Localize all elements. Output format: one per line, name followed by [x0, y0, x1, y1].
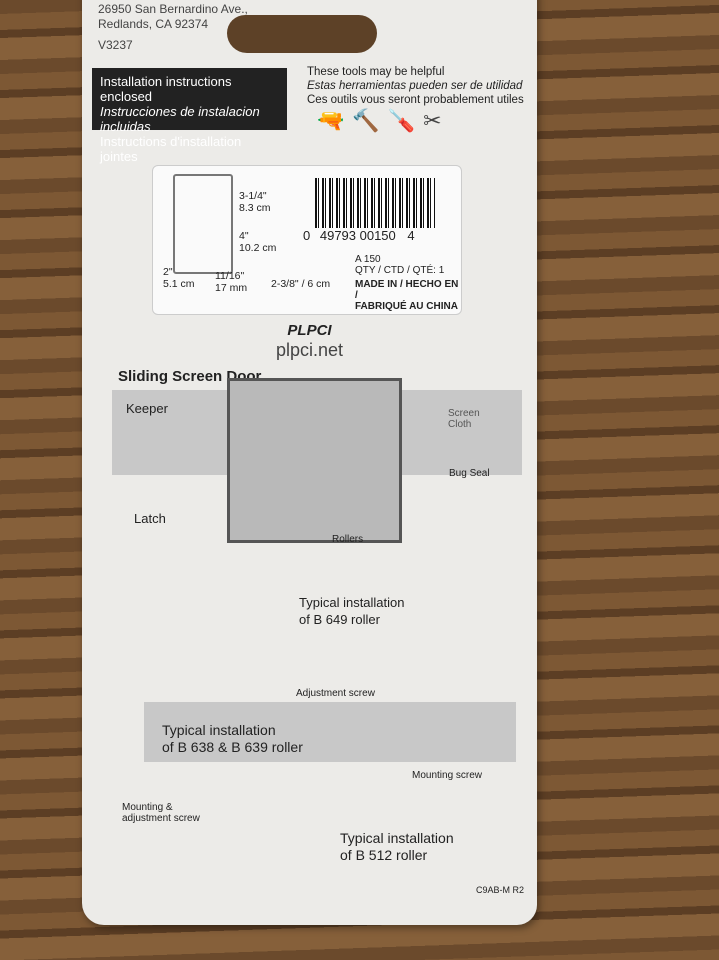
- adjustment-label: Adjustment screw: [296, 688, 375, 699]
- mountadj-label: adjustment screw: [122, 813, 200, 824]
- tools-en: These tools may be helpful: [307, 66, 445, 78]
- dim: 8.3 cm: [239, 202, 271, 214]
- package-card: 26950 San Bernardino Ave., Redlands, CA …: [82, 0, 537, 925]
- tools-text: These tools may be helpful Estas herrami…: [307, 65, 524, 107]
- barcode: [315, 178, 435, 228]
- b638-label: Typical installation: [162, 722, 276, 738]
- dim: 4": [239, 230, 249, 242]
- door-drawing: [227, 378, 402, 543]
- instructions-banner: Installation instructions enclosed Instr…: [92, 68, 287, 164]
- dim: 3-1/4": [239, 190, 267, 202]
- made-in: FABRIQUÉ AU CHINA: [355, 301, 458, 312]
- tools-es: Estas herramientas pueden ser de utilida…: [307, 80, 523, 92]
- dim: 2": [163, 266, 173, 278]
- address: 26950 San Bernardino Ave., Redlands, CA …: [98, 2, 248, 53]
- tools-fr: Ces outils vous seront probablement util…: [307, 94, 524, 106]
- barcode-number: 49793 00150: [319, 228, 396, 243]
- b512-label: of B 512 roller: [340, 847, 428, 863]
- brand-url: plpci.net: [275, 340, 344, 360]
- code: V3237: [98, 38, 133, 52]
- door-title: Sliding Screen Door: [118, 368, 262, 385]
- instr-es: Instrucciones de instalacion incluidas: [100, 104, 260, 134]
- qty: QTY / CTD / QTÉ: 1: [355, 265, 445, 276]
- brand-logo: PLPCI: [287, 322, 332, 339]
- instr-en: Installation instructions enclosed: [100, 74, 232, 104]
- footer-code: C9AB-M R2: [476, 885, 525, 895]
- latch-label: Latch: [134, 511, 166, 526]
- model: A 150: [355, 254, 381, 265]
- keeper-label: Keeper: [126, 401, 168, 416]
- dim: 17 mm: [215, 282, 248, 294]
- dim: 11/16": [215, 270, 245, 282]
- b512-label: Typical installation: [340, 830, 454, 846]
- instr-fr: Instructions d'installation jointes: [100, 134, 242, 164]
- barcode-digit: 4: [407, 228, 415, 243]
- hang-hole: [227, 15, 377, 53]
- latch-drawing: [173, 174, 233, 274]
- b638-band: [144, 702, 516, 762]
- dim: 5.1 cm: [163, 278, 195, 290]
- b638-label: of B 638 & B 639 roller: [162, 739, 303, 755]
- barcode-digit: 0: [303, 228, 311, 243]
- rollers-label: Rollers: [332, 534, 364, 545]
- b649-label: of B 649 roller: [299, 612, 380, 627]
- dim: 2-3/8" / 6 cm: [271, 278, 331, 290]
- bug-seal-label: Bug Seal: [449, 468, 490, 479]
- mountadj-label: Mounting &: [122, 802, 173, 813]
- tools-icons: 🔫🔨🪛✂: [317, 108, 450, 133]
- address-line: Redlands, CA 92374: [98, 17, 209, 31]
- made-in: MADE IN / HECHO EN /: [355, 279, 459, 301]
- address-line: 26950 San Bernardino Ave.,: [98, 2, 248, 16]
- dim: 10.2 cm: [239, 242, 277, 254]
- screen-label: Screen Cloth: [448, 408, 480, 430]
- b649-label: Typical installation: [299, 595, 405, 610]
- product-label: 3-1/4"8.3 cm 4"10.2 cm 2"5.1 cm 11/16"17…: [152, 165, 462, 315]
- mounting-label: Mounting screw: [412, 770, 483, 781]
